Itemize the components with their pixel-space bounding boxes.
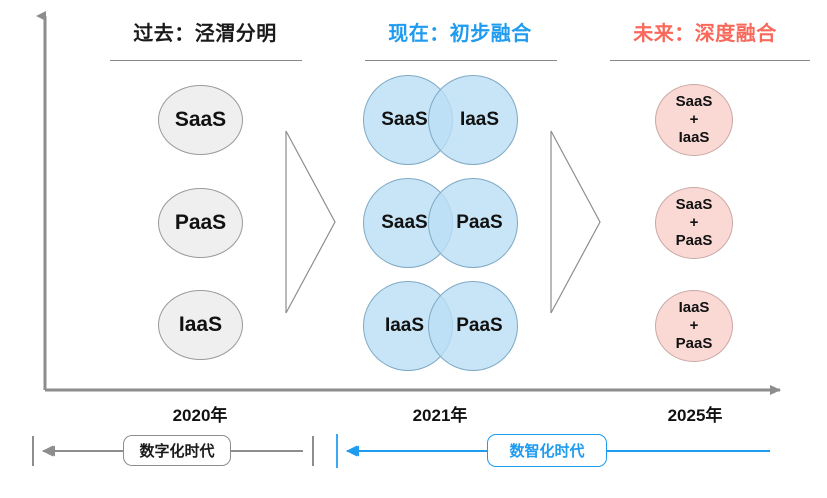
present-venn-left-label: SaaS (381, 212, 428, 233)
era-label-digital[interactable]: 数字化时代 (123, 435, 231, 466)
venn-circle-right (428, 281, 518, 371)
present-venn-saas-paas[interactable]: SaaS PaaS (363, 178, 518, 268)
past-circle-iaas[interactable]: IaaS (158, 290, 243, 360)
past-circle-paas-label: PaaS (174, 210, 227, 234)
transition-chevron-1 (285, 130, 336, 314)
future-circle-saas-paas[interactable]: SaaS + PaaS (655, 187, 733, 259)
past-circle-iaas-label: IaaS (178, 312, 223, 336)
year-label-2025: 2025年 (667, 406, 723, 425)
future-circle-bottom-label: PaaS (675, 334, 713, 352)
future-circle-bottom-label: IaaS (678, 128, 710, 146)
future-circle-iaas-paas[interactable]: IaaS + PaaS (655, 290, 733, 362)
past-circle-saas-label: SaaS (174, 107, 227, 131)
future-circle-top-label: SaaS (675, 196, 713, 214)
present-venn-right-label: IaaS (459, 109, 500, 130)
future-circle-bottom-label: PaaS (675, 231, 713, 249)
venn-circle-right (428, 178, 518, 268)
column-header-past: 过去：泾渭分明 (133, 23, 277, 45)
future-circle-plus: + (689, 317, 699, 335)
present-venn-right-label: PaaS (456, 212, 503, 233)
present-venn-right-label: PaaS (456, 315, 503, 336)
year-label-2021: 2021年 (412, 406, 468, 425)
past-circle-saas[interactable]: SaaS (158, 85, 243, 155)
future-circle-plus: + (689, 214, 699, 232)
column-header-rule-future (610, 60, 810, 61)
column-header-rule-present (365, 60, 557, 61)
column-header-present: 现在：初步融合 (388, 23, 532, 45)
present-venn-left-label: IaaS (384, 315, 425, 336)
present-venn-left-label: SaaS (381, 109, 428, 130)
column-header-future: 未来：深度融合 (633, 23, 777, 45)
transition-chevron-2 (550, 130, 601, 314)
era-label-intelligent[interactable]: 数智化时代 (487, 434, 607, 467)
venn-circle-right (428, 75, 518, 165)
present-venn-saas-iaas[interactable]: SaaS IaaS (363, 75, 518, 165)
future-circle-plus: + (689, 111, 699, 129)
year-label-2020: 2020年 (172, 406, 228, 425)
present-venn-iaas-paas[interactable]: IaaS PaaS (363, 281, 518, 371)
past-circle-paas[interactable]: PaaS (158, 188, 243, 258)
column-header-rule-past (110, 60, 302, 61)
future-circle-saas-iaas[interactable]: SaaS + IaaS (655, 84, 733, 156)
future-circle-top-label: SaaS (675, 93, 713, 111)
future-circle-top-label: IaaS (678, 299, 710, 317)
